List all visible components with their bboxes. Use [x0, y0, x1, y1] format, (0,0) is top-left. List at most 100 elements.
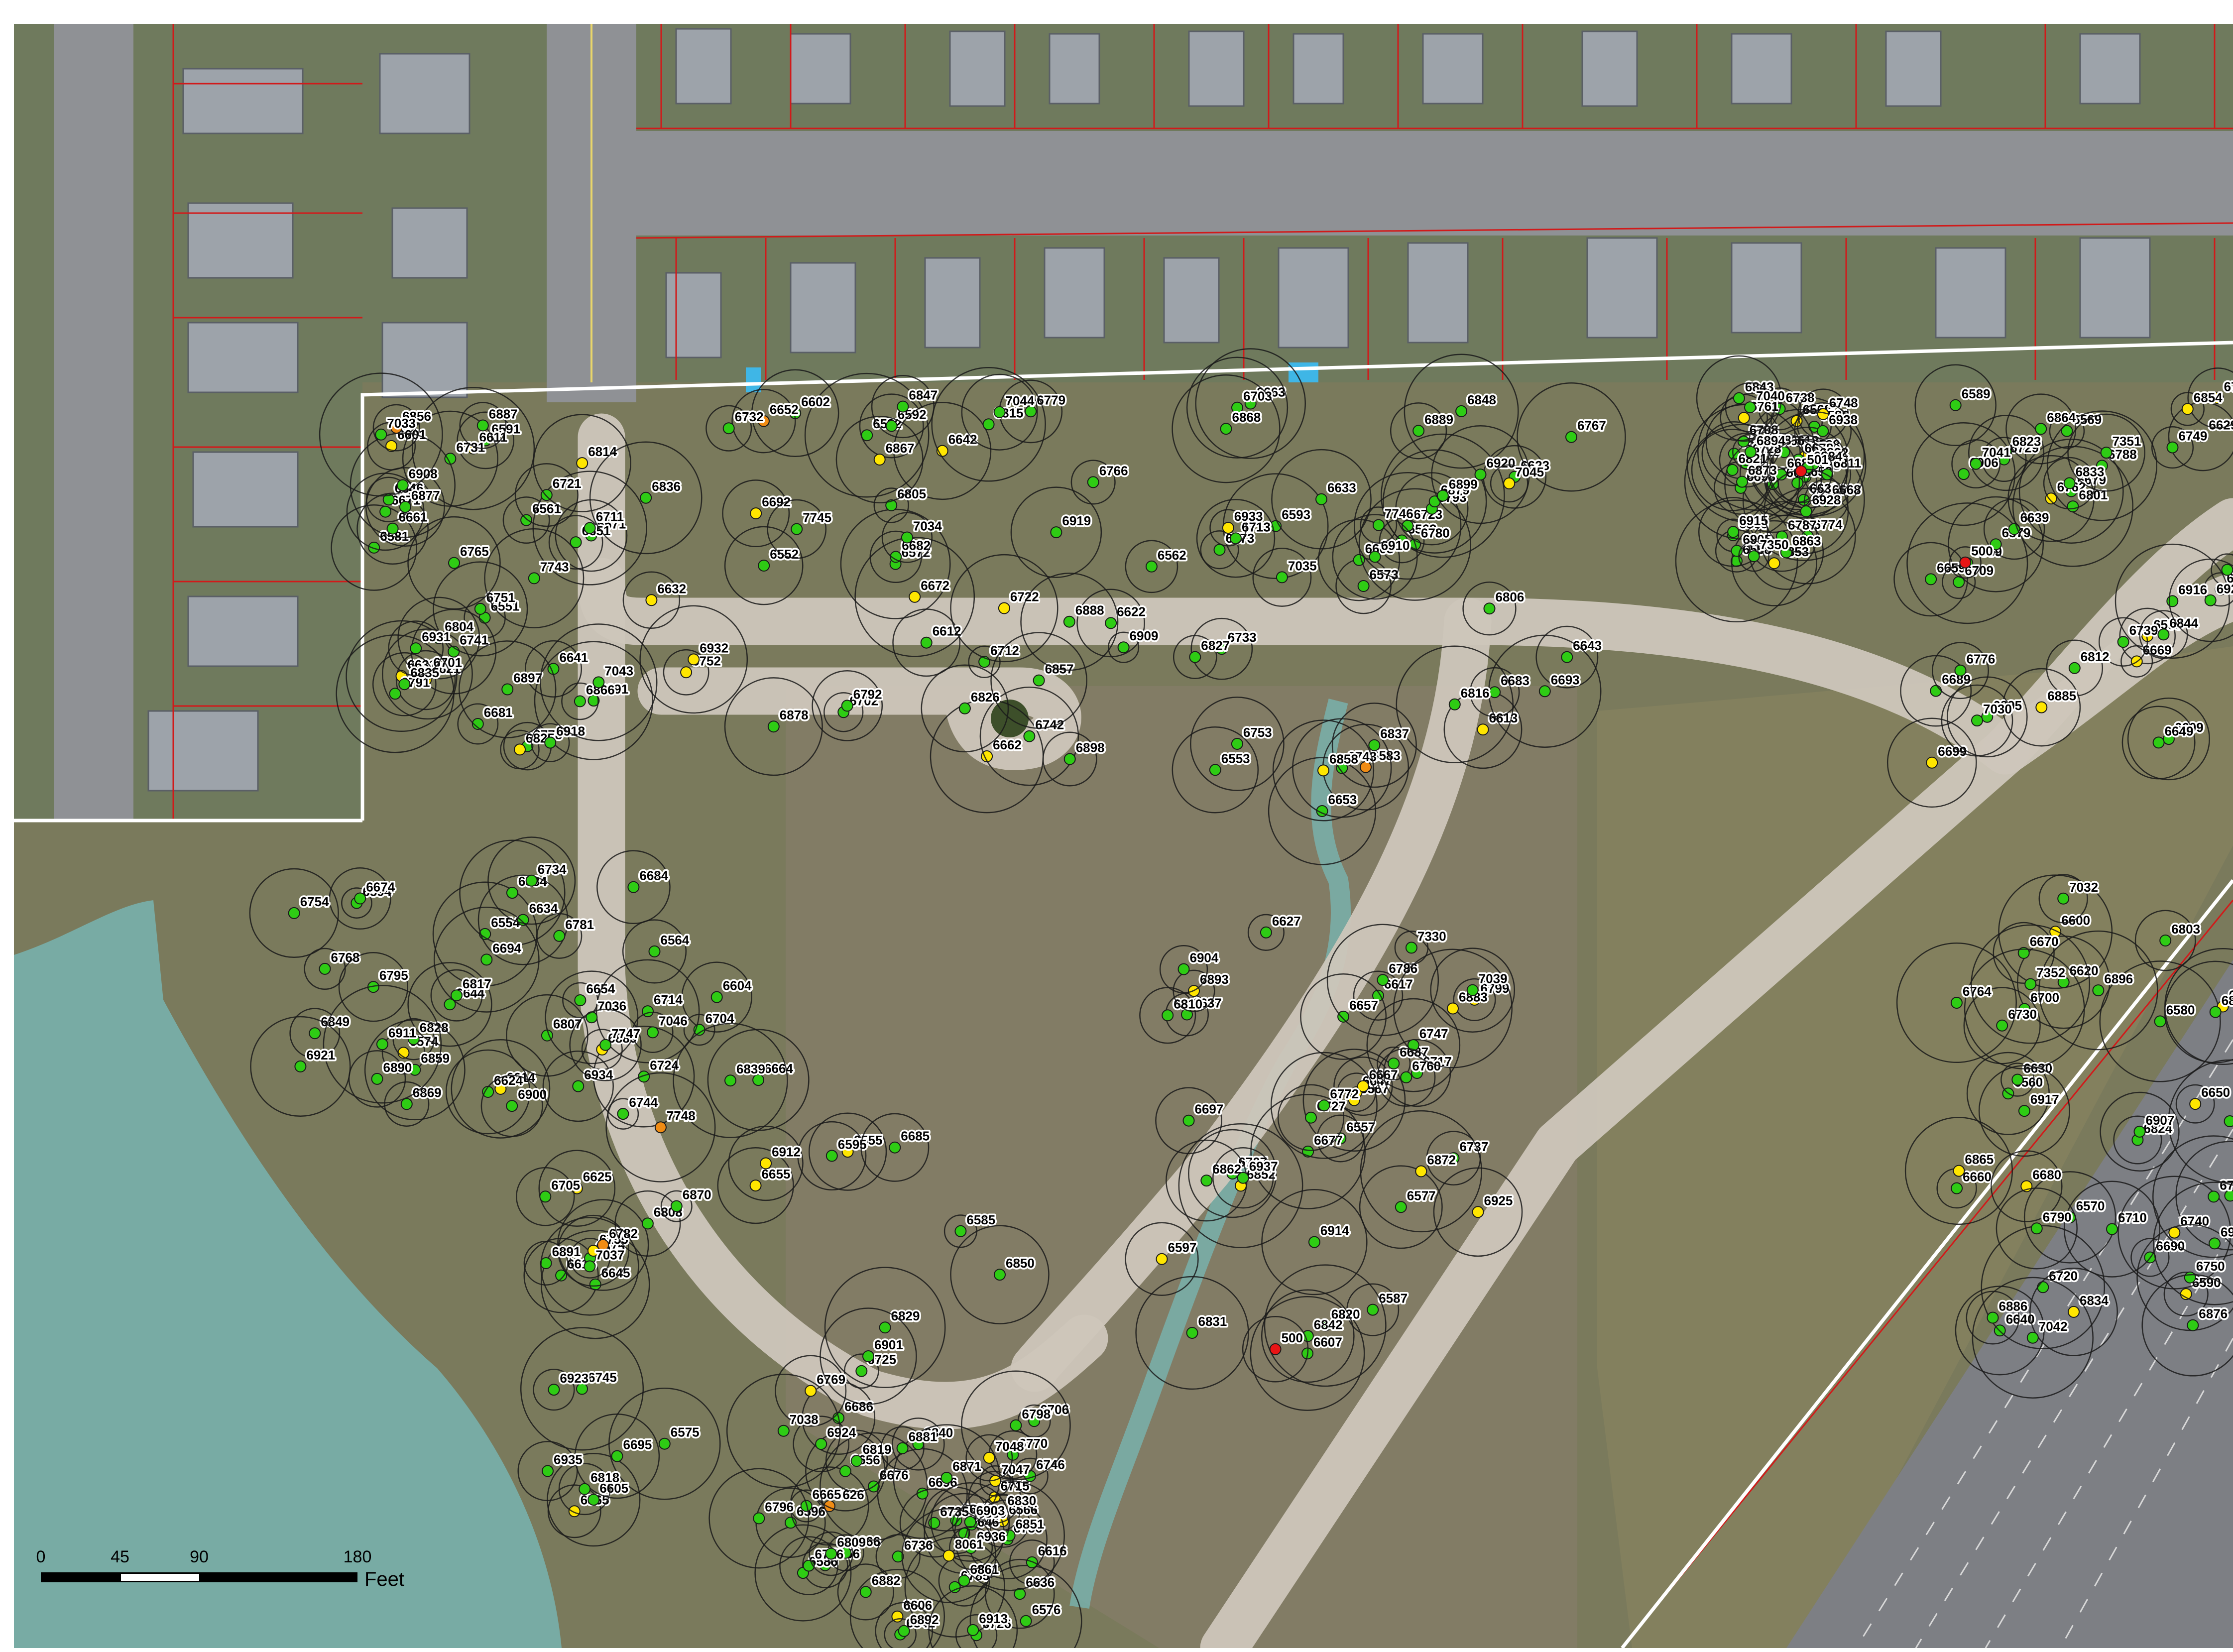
tree-tag-label: 6872: [1427, 1153, 1456, 1168]
tree-canopy-ring: [790, 1489, 823, 1523]
tree-marker: [1260, 926, 1272, 939]
tree-tag-label: 6893: [1200, 972, 1229, 987]
tree-marker: [889, 1141, 901, 1154]
tree-tag-label: 7350: [1760, 537, 1789, 552]
tree-canopy-ring: [1393, 948, 1513, 1068]
tree-tag-label: 6817: [463, 976, 491, 991]
tree-tag-label: 6746: [1036, 1457, 1065, 1472]
tree-marker: [1950, 997, 1963, 1009]
tree-canopy-ring: [1264, 1264, 1387, 1387]
map-view[interactable]: 6551655265536554655565566557655865596560…: [14, 24, 2233, 1648]
tree-canopy-ring: [2168, 558, 2233, 642]
tree-point-6672: 6672: [854, 536, 975, 657]
tree-canopy-ring: [1366, 998, 1461, 1092]
tree-canopy-ring: [1430, 947, 1516, 1033]
tree-marker: [1388, 1058, 1400, 1069]
tree-tag-label: 6819: [863, 1442, 892, 1457]
tree-point-6842: 6842: [1261, 1289, 1355, 1383]
tree-point-7035: 7035: [1252, 547, 1318, 607]
tree-marker: [815, 1438, 827, 1450]
tree-point-500: 500: [1242, 1316, 1309, 1383]
tree-tag-label: 6890: [383, 1060, 412, 1075]
tree-tag-label: 7032: [2069, 880, 2098, 895]
scale-tick-180: 180: [343, 1547, 372, 1566]
tree-marker: [520, 514, 533, 526]
tree-tag-label: 6605: [599, 1481, 628, 1496]
tree-canopy-ring: [1012, 1457, 1049, 1495]
tree-marker: [1301, 1330, 1314, 1342]
tree-tag-label: 6637: [1193, 996, 1222, 1011]
tree-inventory: 6551655265536554655565566557655865596560…: [249, 348, 2233, 1648]
tree-tag-label: 6726: [982, 1616, 1011, 1631]
tree-canopy-ring: [928, 1585, 1018, 1648]
tree-marker: [2045, 492, 2057, 505]
tree-marker: [542, 1465, 554, 1477]
tree-point-6767: 6767: [1517, 382, 1626, 492]
tree-point-6834: 6834: [2029, 1267, 2118, 1356]
tree-point-7048: 7048: [965, 1434, 1026, 1482]
tree-point-6710: 6710: [2063, 1180, 2161, 1278]
tree-canopy-ring: [938, 1554, 990, 1607]
tree-canopy-ring: [547, 1484, 601, 1538]
tree-marker: [2166, 595, 2179, 607]
tree-tag-label: 6712: [990, 643, 1019, 658]
park-boundary: [360, 341, 2233, 821]
tree-tag-label: 6674: [366, 880, 395, 895]
tree-canopy-ring: [1983, 498, 2045, 560]
tree-marker: [592, 676, 605, 689]
tree-canopy-ring: [1955, 1286, 2045, 1376]
tree-canopy-ring: [869, 530, 922, 584]
tree-point-6742: 6742: [979, 686, 1079, 786]
tree-marker: [382, 493, 395, 506]
tree-point-6606: 6606: [849, 1569, 945, 1648]
tree-marker: [1726, 464, 1739, 476]
tree-canopy-ring: [793, 1416, 850, 1473]
tree-canopy-ring: [2046, 410, 2157, 521]
tree-tag-label: 6684: [639, 868, 668, 883]
tree-tag-label: 6697: [1195, 1102, 1224, 1117]
tree-tag-label: 6585: [966, 1212, 995, 1227]
tree-tag-label: 6876: [2199, 1306, 2228, 1321]
tree-canopy-ring: [530, 723, 570, 762]
tree-canopy-ring: [2113, 1115, 2162, 1165]
tree-tag-label: 6862: [1212, 1162, 1241, 1177]
tree-marker: [2018, 1105, 2030, 1117]
aerial-map[interactable]: 6551655265536554655565566557655865596560…: [14, 24, 2233, 1648]
tree-point-6684: 6684: [596, 850, 671, 925]
tree-marker: [2204, 594, 2217, 606]
tree-tag-label: 6870: [683, 1187, 711, 1202]
tree-point-6697: 6697: [1155, 1087, 1225, 1155]
tree-point-6929: 6929: [2168, 558, 2233, 642]
tree-point-6744: 6744: [607, 1093, 660, 1130]
tree-marker: [568, 1505, 581, 1518]
tree-tag-label: 7042: [2039, 1319, 2068, 1334]
tree-marker: [839, 1465, 851, 1477]
tree-marker: [398, 678, 411, 691]
tree-tag-label: 7039: [1479, 971, 1508, 986]
tree-marker: [722, 422, 735, 435]
tree-point-6931: 6931: [388, 620, 453, 676]
tree-tag-label: 6769: [817, 1372, 845, 1387]
tree-marker: [627, 881, 640, 893]
tree-canopy-ring: [411, 387, 535, 510]
tree-point-6894: 6894: [1732, 431, 1787, 471]
tree-point-6848: 6848: [1404, 354, 1519, 469]
tree-canopy-ring: [2029, 1267, 2118, 1356]
tree-tag-label: 7745: [803, 510, 831, 525]
tree-tag-label: 6593: [1282, 507, 1310, 522]
tree-tag-label: 6653: [1328, 792, 1357, 807]
tree-canopy-ring: [949, 1526, 993, 1570]
house-rooftop: [1188, 30, 1245, 107]
tree-canopy-ring: [569, 1009, 642, 1081]
house-rooftop: [187, 322, 299, 393]
tree-tag-label: 6897: [513, 671, 542, 686]
tree-canopy-ring: [555, 499, 628, 572]
tree-point-6795: 6795: [338, 952, 410, 1022]
tree-marker: [873, 454, 886, 466]
tree-marker: [2068, 1305, 2080, 1318]
tree-tag-label: 6863: [1792, 533, 1821, 548]
tree-tag-label: 6901: [874, 1337, 903, 1352]
tree-marker: [474, 602, 486, 615]
tree-point-6564: 6564: [622, 919, 691, 984]
tree-marker: [1538, 685, 1551, 698]
